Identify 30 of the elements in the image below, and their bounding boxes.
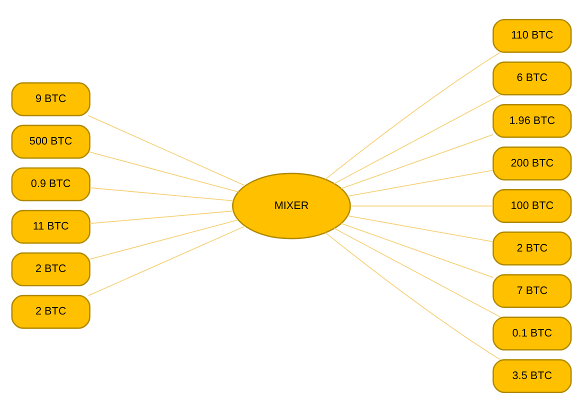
node-box: 0.1 BTC [492, 316, 572, 351]
connector [89, 152, 239, 192]
node-box: 200 BTC [492, 146, 572, 180]
connector [89, 220, 238, 260]
connector [325, 52, 501, 180]
connector [347, 215, 494, 242]
node-box: 110 BTC [492, 18, 572, 53]
node-box: 2 BTC [11, 252, 90, 286]
node-box: 3.5 BTC [492, 359, 572, 394]
node-ellipse: MIXER [232, 172, 351, 240]
connector [89, 210, 234, 224]
node-box: 100 BTC [492, 189, 572, 223]
node-box: 2 BTC [492, 232, 572, 266]
node-box: 9 BTC [11, 82, 90, 116]
connector [89, 187, 234, 202]
connector [340, 222, 494, 278]
node-box: 1.96 BTC [492, 104, 572, 138]
node-box: 11 BTC [11, 210, 90, 244]
node-box: 7 BTC [492, 274, 572, 308]
connector [334, 228, 501, 318]
node-box: 500 BTC [11, 124, 90, 159]
connector [88, 226, 246, 296]
node-box: 0.9 BTC [11, 167, 90, 202]
connector [340, 134, 494, 190]
connector [325, 232, 501, 360]
connector [347, 170, 494, 197]
connector [334, 94, 501, 184]
connector [88, 115, 246, 186]
node-box: 6 BTC [492, 61, 572, 96]
node-box: 2 BTC [11, 294, 90, 329]
